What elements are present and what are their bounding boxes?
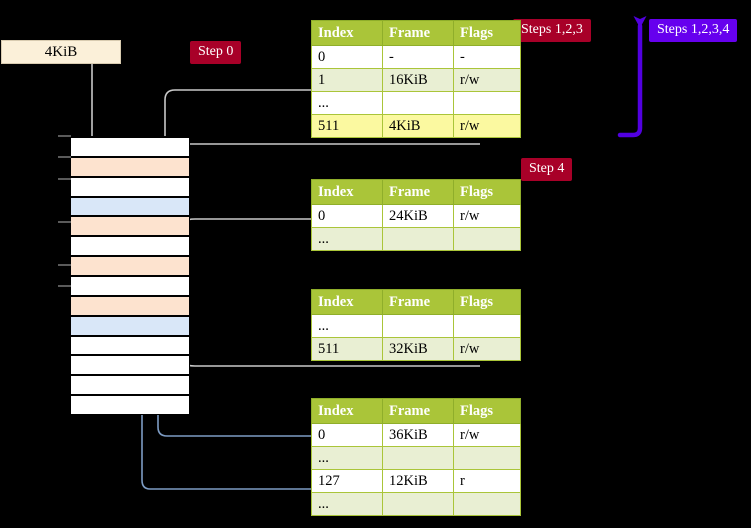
column-header-flags: Flags <box>453 179 521 205</box>
table-cell: 24KiB <box>382 204 454 228</box>
table-cell: ... <box>311 91 383 115</box>
memory-row <box>71 276 189 296</box>
table-cell: 0 <box>311 204 383 228</box>
table-cell <box>382 492 454 516</box>
badge-step-0-label: Step 0 <box>198 44 234 59</box>
table-cell <box>382 446 454 470</box>
table-cell <box>382 91 454 115</box>
table-row: ... <box>311 91 521 115</box>
memory-row <box>71 196 189 217</box>
page-size-box: 4KiB <box>1 40 121 64</box>
column-header-flags: Flags <box>453 398 521 424</box>
memory-row <box>71 315 189 336</box>
table-cell <box>382 314 454 338</box>
table-row: ... <box>311 446 521 470</box>
table-row: ... <box>311 314 521 338</box>
table-cell <box>382 227 454 251</box>
table-cell: r <box>453 469 521 493</box>
table-cell: 4KiB <box>382 114 454 138</box>
badge-step-4-label: Step 4 <box>529 161 565 176</box>
table-cell: 12KiB <box>382 469 454 493</box>
table-cell: 127 <box>311 469 383 493</box>
table-cell: 511 <box>311 337 383 361</box>
table-cell: 0 <box>311 45 383 69</box>
badge-steps-1234-label: Steps 1,2,3,4 <box>657 22 730 37</box>
table-cell: 36KiB <box>382 423 454 447</box>
table-cell: ... <box>311 492 383 516</box>
physical-memory-column <box>70 136 190 415</box>
table-cell: r/w <box>453 114 521 138</box>
violet-bracket-arrow <box>617 16 647 138</box>
column-header-frame: Frame <box>382 179 454 205</box>
table-cell: r/w <box>453 337 521 361</box>
column-header-frame: Frame <box>382 289 454 315</box>
table-cell: - <box>382 45 454 69</box>
column-header-frame: Frame <box>382 398 454 424</box>
column-header-index: Index <box>311 289 383 315</box>
memory-row <box>71 176 189 197</box>
table-cell: 1 <box>311 68 383 92</box>
table-cell: 32KiB <box>382 337 454 361</box>
table-cell: - <box>453 45 521 69</box>
table-cell: 0 <box>311 423 383 447</box>
badge-steps-123-label: Steps 1,2,3 <box>521 22 583 37</box>
memory-row <box>71 355 189 376</box>
table-cell: ... <box>311 227 383 251</box>
table-row: 0-- <box>311 45 521 69</box>
memory-row <box>71 295 189 316</box>
table-cell: r/w <box>453 423 521 447</box>
column-header-frame: Frame <box>382 20 454 46</box>
table-cell: ... <box>311 446 383 470</box>
table-cell <box>453 446 521 470</box>
memory-row <box>71 236 189 257</box>
table-cell: ... <box>311 314 383 338</box>
memory-row <box>71 256 189 276</box>
badge-steps-1234: Steps 1,2,3,4 <box>649 19 738 42</box>
table-cell: 511 <box>311 114 383 138</box>
table-cell: r/w <box>453 204 521 228</box>
memory-row <box>71 216 189 237</box>
column-header-index: Index <box>311 179 383 205</box>
column-header-flags: Flags <box>453 289 521 315</box>
column-header-flags: Flags <box>453 20 521 46</box>
badge-step-4: Step 4 <box>521 158 573 181</box>
table-row: ... <box>311 492 521 516</box>
memory-row <box>71 156 189 177</box>
badge-step-0: Step 0 <box>190 41 242 64</box>
memory-row <box>71 137 189 157</box>
table-cell <box>453 492 521 516</box>
table-row: ... <box>311 227 521 251</box>
table-cell: r/w <box>453 68 521 92</box>
page-size-label: 4KiB <box>44 44 78 60</box>
memory-row <box>71 375 189 396</box>
memory-row <box>71 335 189 356</box>
table-cell <box>453 314 521 338</box>
table-cell: 16KiB <box>382 68 454 92</box>
badge-steps-123: Steps 1,2,3 <box>513 19 591 42</box>
column-header-index: Index <box>311 20 383 46</box>
column-header-index: Index <box>311 398 383 424</box>
table-cell <box>453 227 521 251</box>
memory-row <box>71 395 189 415</box>
table-cell <box>453 91 521 115</box>
